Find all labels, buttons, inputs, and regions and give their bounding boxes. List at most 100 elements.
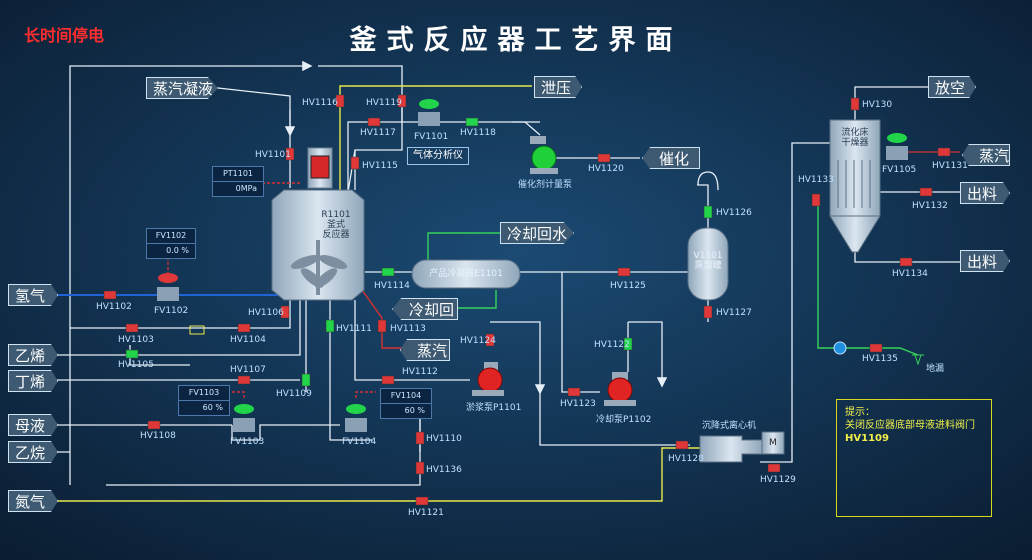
- hv1122-label: HV1122: [594, 340, 630, 350]
- inlet-ethane: 乙烷: [8, 441, 58, 463]
- hv1126-label: HV1126: [716, 208, 752, 218]
- drain-label: 地漏: [926, 364, 945, 374]
- fv1104-indicator: FV1104 60 %: [380, 388, 432, 419]
- hv1131-label: HV1131: [932, 161, 968, 171]
- hv1133-valve: [811, 193, 821, 207]
- hv1121-valve: [415, 496, 429, 506]
- slurry-pump-p1101[interactable]: [472, 362, 504, 396]
- cooler-label: 产品冷凝器E1101: [429, 269, 503, 279]
- inlet-steam-right: 蒸汽: [962, 144, 1010, 166]
- hv1118-label: HV1118: [460, 128, 496, 138]
- fv1103-valve: [233, 404, 255, 432]
- hv1116-valve: [335, 94, 345, 108]
- fv1104-tag: FV1104: [381, 389, 431, 404]
- hv1109-valve: [301, 373, 311, 387]
- hv1112-valve: [381, 375, 395, 385]
- fv1104-valve: [345, 404, 367, 432]
- pt1101-value: 0MPa: [235, 184, 257, 193]
- fv1103-tag: FV1103: [179, 386, 229, 401]
- hv1107-valve: [237, 375, 251, 385]
- hv1114-valve: [381, 267, 395, 277]
- hv1125-valve: [617, 267, 631, 277]
- hint-panel: 提示： 关闭反应器底部母液进料阀门 HV1109: [836, 399, 992, 517]
- outlet-product-2: 出料: [960, 250, 1010, 272]
- hv1108-label: HV1108: [140, 431, 176, 441]
- fv1102-label: FV1102: [154, 306, 189, 316]
- hv130-valve: [850, 97, 860, 111]
- hv1107-label: HV1107: [230, 365, 266, 375]
- hv1105-valve: [125, 349, 139, 359]
- hv1121-label: HV1121: [408, 508, 444, 518]
- outlet-cw-return-bottom: 冷却回水: [392, 298, 458, 320]
- hv1111-valve: [325, 319, 335, 333]
- hv1115-label: HV1115: [362, 161, 398, 171]
- fv1102-indicator: FV1102 0.0 %: [146, 228, 196, 259]
- inlet-h2: 氢气: [8, 284, 58, 306]
- fv1102-tag: FV1102: [147, 229, 195, 244]
- centrifuge[interactable]: [699, 431, 785, 463]
- hv1129-label: HV1129: [760, 475, 796, 485]
- hv1105-label: HV1105: [118, 360, 154, 370]
- centrifuge-label: 沉降式离心机: [702, 421, 757, 431]
- hv1115-valve: [350, 156, 360, 170]
- hv1118-valve: [465, 117, 479, 127]
- catalyst-pump[interactable]: [530, 136, 558, 174]
- hint-tag: HV1109: [845, 433, 889, 444]
- hint-line: 关闭反应器底部母液进料阀门: [845, 420, 975, 431]
- flow-meter-icon: [833, 341, 847, 355]
- drain-icon: [912, 354, 924, 366]
- outlet-relief: 泄压: [534, 76, 582, 98]
- hv1124-valve: [485, 333, 495, 347]
- fluid-bed-dryer[interactable]: [829, 119, 881, 253]
- hv1134-valve: [899, 257, 913, 267]
- dryer-label: 流化床 干燥器: [841, 128, 869, 148]
- inlet-mother: 母液: [8, 414, 58, 436]
- hv1127-label: HV1127: [716, 308, 752, 318]
- hv1128-valve: [675, 440, 689, 450]
- hv1136-label: HV1136: [426, 465, 462, 475]
- hv1101-valve: [285, 147, 295, 161]
- fv1105-valve: [886, 133, 908, 160]
- outlet-condensate: 蒸汽凝液: [146, 77, 218, 99]
- hv1131-valve: [937, 147, 951, 157]
- fv1103-indicator: FV1103 60 %: [178, 385, 230, 416]
- hv1106-valve: [280, 305, 290, 319]
- outlet-cw-return-top: 冷却回水: [500, 222, 574, 244]
- hv1123-label: HV1123: [560, 399, 596, 409]
- slurry-pump-label: 淤浆泵P1101: [466, 403, 522, 413]
- hv1120-label: HV1120: [588, 164, 624, 174]
- hint-title: 提示：: [845, 407, 875, 418]
- inlet-butene: 丁烯: [8, 370, 58, 392]
- hv1103-label: HV1103: [118, 335, 154, 345]
- hv1116-label: HV1116: [302, 98, 338, 108]
- hv1124-label: HV1124: [460, 336, 496, 346]
- fv1103-label: FV1103: [230, 437, 265, 447]
- inlet-ethylene: 乙烯: [8, 344, 58, 366]
- reactor-r1101[interactable]: [271, 147, 365, 301]
- gas-analyzer[interactable]: 气体分析仪: [407, 147, 469, 165]
- hv1133-label: HV1133: [798, 175, 834, 185]
- hv1110-valve: [415, 431, 425, 445]
- pt1101-tag: PT1101: [213, 167, 263, 182]
- flash-tank-v1101[interactable]: [687, 171, 729, 301]
- hv1135-label: HV1135: [862, 354, 898, 364]
- hv1113-valve: [377, 319, 387, 333]
- inlet-catalyst: 催化剂: [642, 147, 700, 169]
- hv1127-valve: [703, 305, 713, 319]
- cool-pump-label: 冷却泵P1102: [596, 415, 652, 425]
- hv1102-label: HV1102: [96, 302, 132, 312]
- alarm-text: 长时间停电: [24, 26, 105, 45]
- cooler-e1101[interactable]: [411, 259, 521, 289]
- hv1102-valve: [103, 290, 117, 300]
- hv1129-valve: [767, 463, 781, 473]
- fv1105-label: FV1105: [882, 165, 917, 175]
- hv1109-label: HV1109: [276, 389, 312, 399]
- hv1106-label: HV1106: [248, 308, 284, 318]
- fv1101-label: FV1101: [414, 132, 449, 142]
- cooling-pump-p1102[interactable]: [604, 372, 636, 406]
- hv1128-label: HV1128: [668, 454, 704, 464]
- hv1119-label: HV1119: [366, 98, 402, 108]
- hv1104-label: HV1104: [230, 335, 266, 345]
- hv1112-label: HV1112: [402, 367, 438, 377]
- hv1104-valve: [237, 323, 251, 333]
